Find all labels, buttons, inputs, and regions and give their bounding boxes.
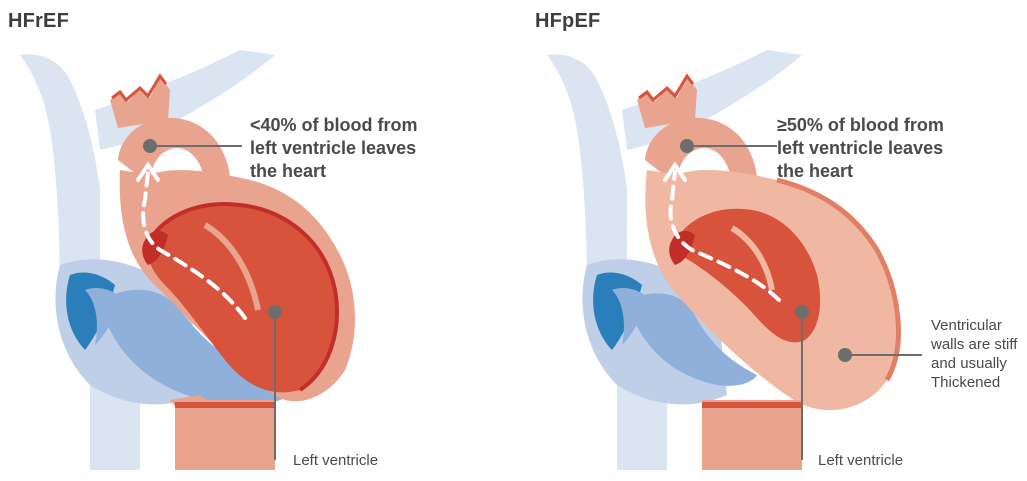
- hfref-panel: HFrEF <40% of blood from left ventricle …: [0, 0, 513, 481]
- hfpef-heart-illustration: [527, 0, 1027, 481]
- callout-line: <40% of blood from: [250, 114, 470, 137]
- aorta-branches: [110, 76, 170, 128]
- heart-apex-tube: [702, 400, 802, 470]
- callout-line: left ventricle leaves: [250, 137, 470, 160]
- panel-title: HFrEF: [8, 10, 69, 33]
- callout-line: left ventricle leaves: [777, 137, 997, 160]
- left-ventricle-label: Left ventricle: [818, 452, 903, 469]
- wall-label-line: walls are stiff: [931, 335, 1027, 354]
- wall-label-line: Ventricular: [931, 316, 1027, 335]
- wall-label-line: Thickened: [931, 373, 1027, 392]
- ejection-callout: <40% of blood from left ventricle leaves…: [250, 114, 470, 183]
- ejection-callout: ≥50% of blood from left ventricle leaves…: [777, 114, 997, 183]
- callout-line: the heart: [250, 160, 470, 183]
- callout-line: the heart: [777, 160, 997, 183]
- callout-line: ≥50% of blood from: [777, 114, 997, 137]
- aorta-branches: [637, 76, 697, 128]
- hfpef-panel: HFpEF ≥50% of blood from left ventricle …: [527, 0, 1027, 481]
- panel-title: HFpEF: [535, 10, 600, 33]
- wall-label-line: and usually: [931, 354, 1027, 373]
- ventricular-wall-label: Ventricular walls are stiff and usually …: [931, 316, 1027, 392]
- hfref-heart-illustration: [0, 0, 513, 481]
- heart-apex-tube: [175, 400, 275, 470]
- left-ventricle-label: Left ventricle: [293, 452, 378, 469]
